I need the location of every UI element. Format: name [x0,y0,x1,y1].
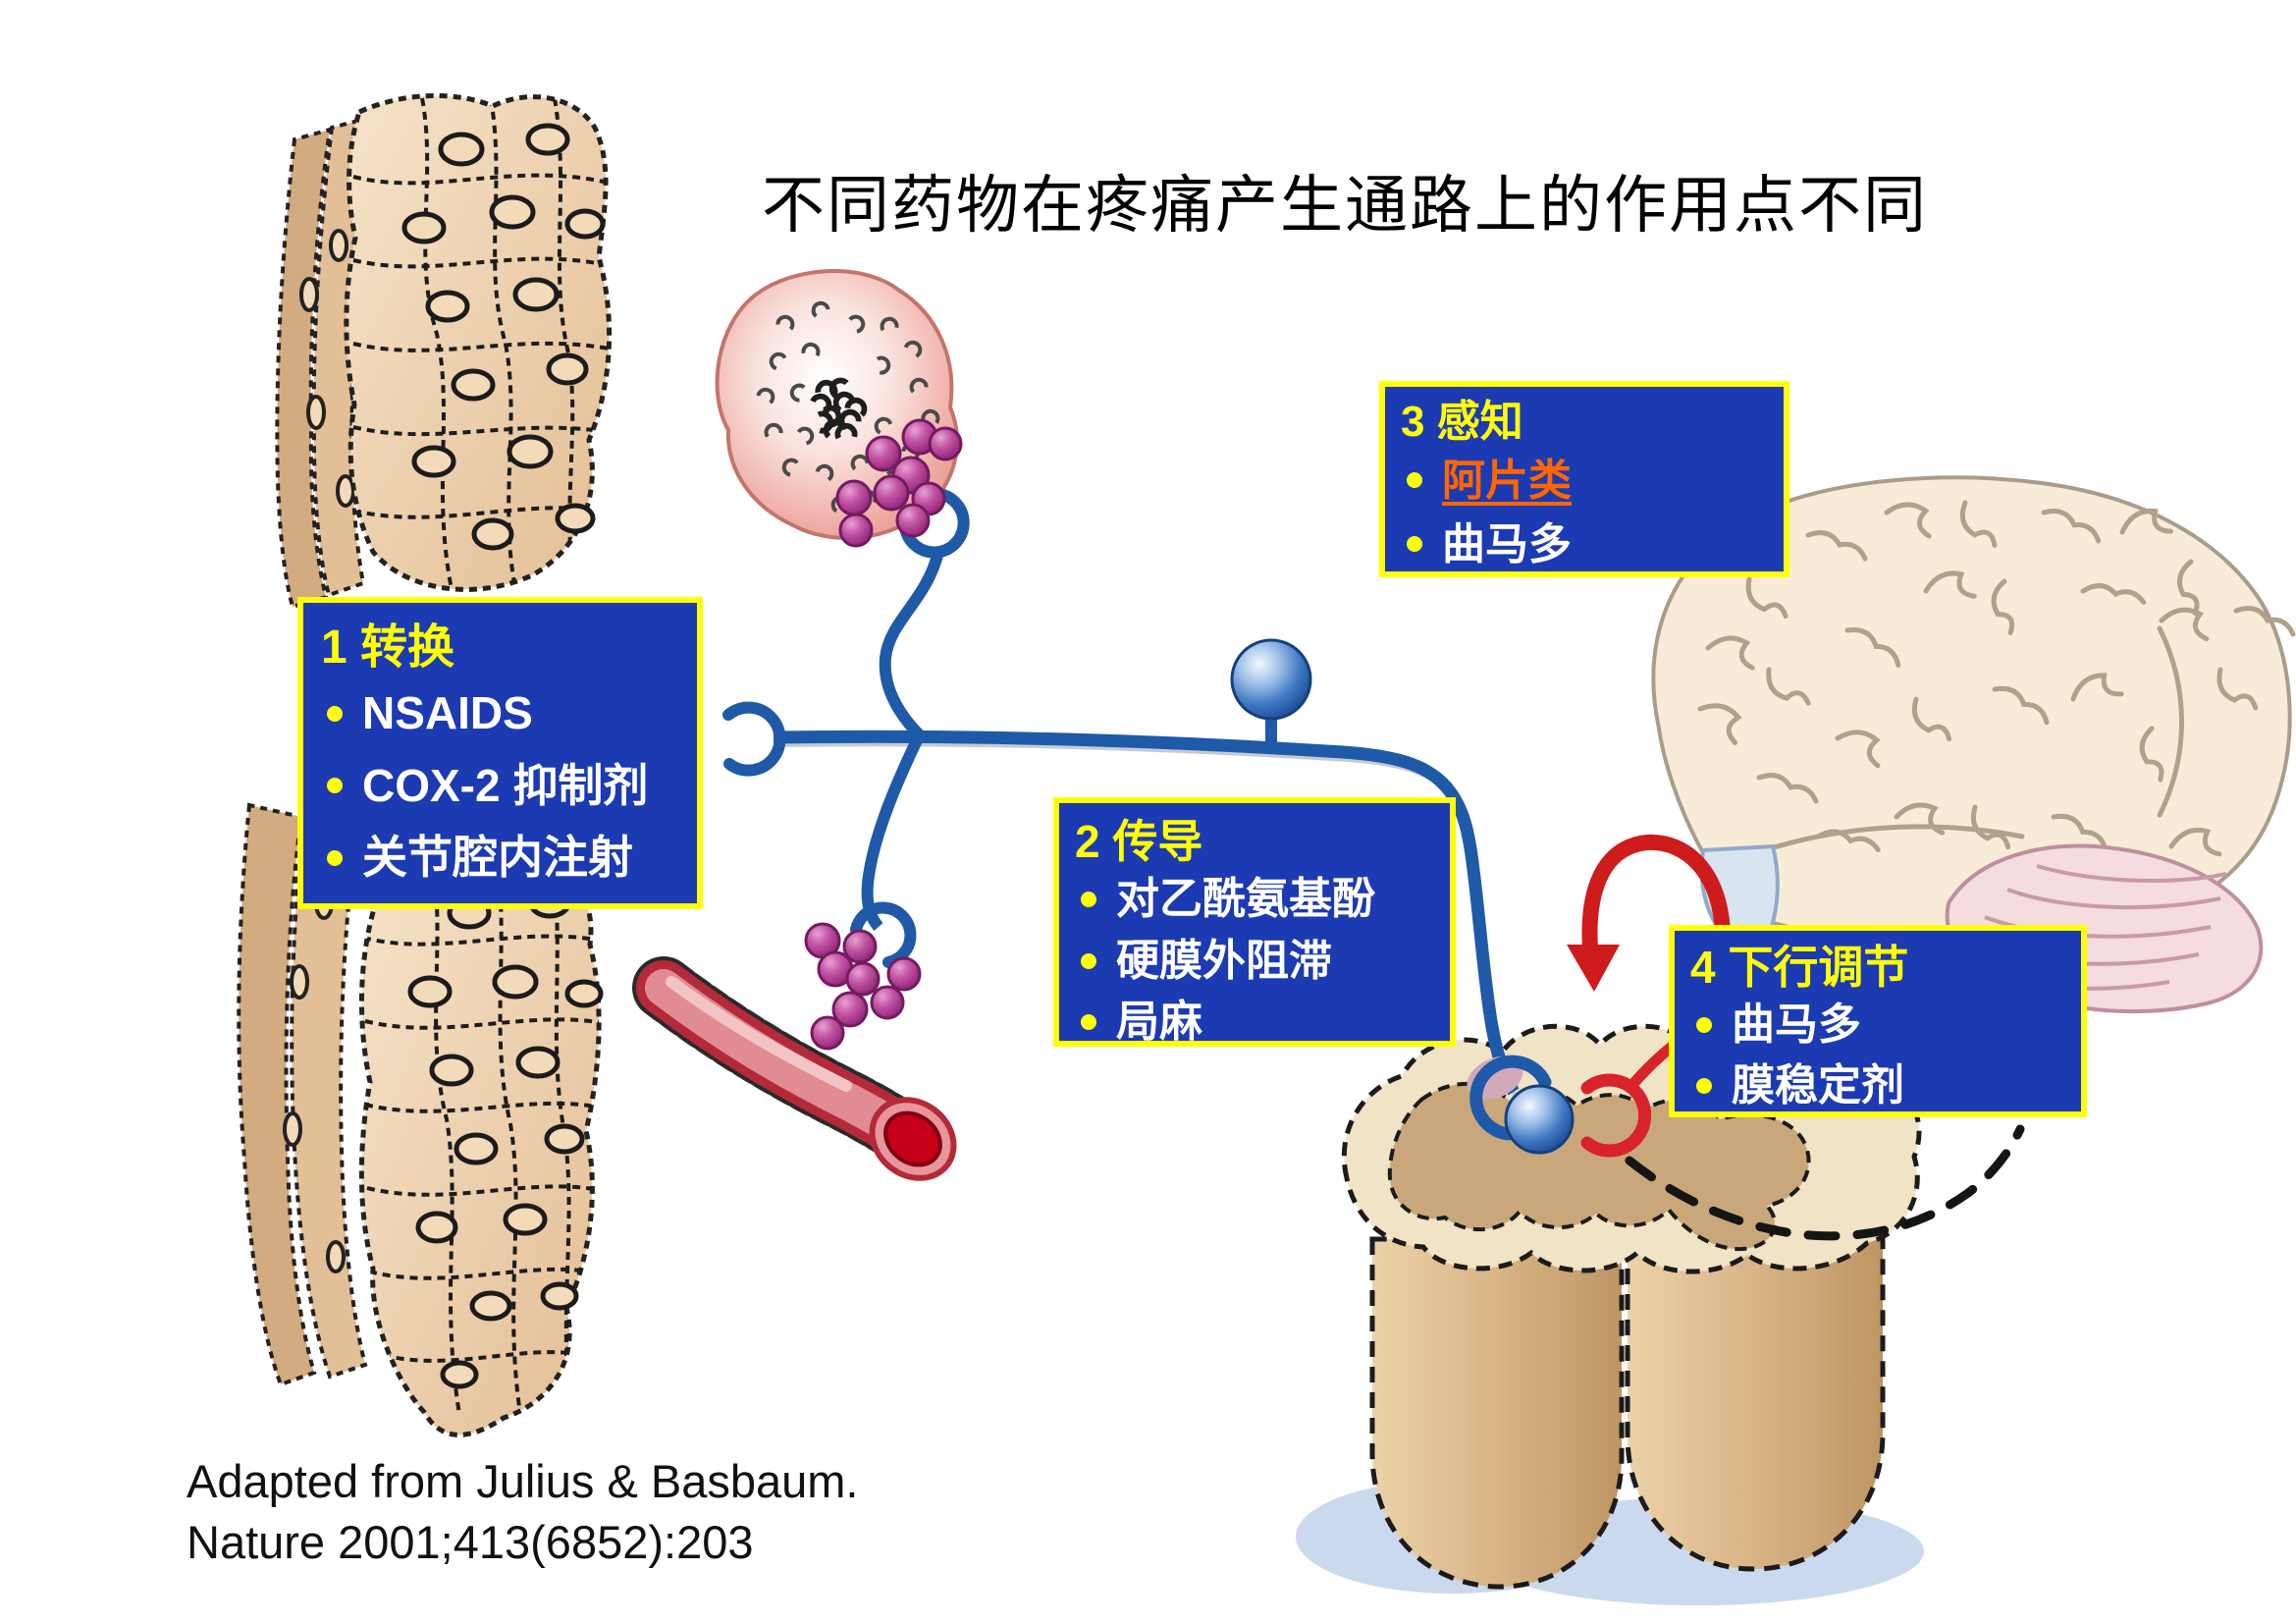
peripheral-fork-ending [722,701,786,777]
bullet-icon [1081,1014,1096,1031]
citation-line-2: Nature 2001;413(6852):203 [187,1516,754,1569]
bullet-icon [327,705,343,722]
bullet-icon [1407,536,1422,553]
skin-tissue-upper-illustration [275,93,613,610]
bullet-icon [1407,472,1422,489]
box-heading: 1 转换 [321,622,455,674]
bullet-icon [1696,1016,1712,1033]
list-item: 曲马多 [1690,995,2069,1056]
list-item: 阿片类 [1401,449,1772,513]
bullet-icon [1081,952,1096,969]
upper-cup-ending [899,488,970,559]
box-heading: 3 感知 [1401,398,1523,446]
citation-line-1: Adapted from Julius & Basbaum. [187,1455,859,1507]
descending-pathway-arrow [1567,834,1731,992]
box-item-list: 曲马多 膜稳定剂 [1690,995,2069,1115]
neuron-cell-body [1230,638,1312,721]
box-heading: 4 下行调节 [1690,942,1909,993]
list-item: 曲马多 [1401,513,1772,576]
list-item: 局麻 [1075,992,1438,1053]
brain-illustration [1651,475,2293,1014]
annotation-box-conduction: 2 传导 对乙酰氨基酚 硬膜外阻滞 局麻 [1053,797,1456,1047]
list-item: COX-2 抑制剂 [321,750,683,823]
central-terminal-ring [1469,1055,1552,1141]
ascending-projection-dashed-arrow [1625,1124,2025,1241]
box-item-list: 对乙酰氨基酚 硬膜外阻滞 局麻 [1075,869,1438,1053]
vessel-open-end [869,1097,957,1181]
lower-branch-fiber [861,735,924,932]
list-item: NSAIDS [321,677,683,750]
box-item-list: 阿片类 曲马多 [1401,449,1772,576]
axon-fiber [773,730,1520,1096]
vesicle-cluster-upper [835,418,963,548]
box-item-list: NSAIDS COX-2 抑制剂 关节腔内注射 [321,677,683,894]
bullet-icon [1696,1077,1712,1094]
bullet-icon [1081,892,1096,908]
lower-cup-ending [850,901,917,968]
synapse-sphere [1504,1084,1575,1155]
skin-tissue-lower-illustration [237,802,604,1437]
list-item: 膜稳定剂 [1690,1056,2069,1116]
citation: Adapted from Julius & Basbaum. Nature 20… [187,1451,858,1573]
bullet-icon [327,849,343,866]
annotation-box-perception: 3 感知 阿片类 曲马多 [1379,381,1789,577]
bullet-icon [327,778,343,794]
descending-terminal-red-ring [1580,1073,1652,1158]
upper-branch-fiber [879,550,944,740]
annotation-box-transduction: 1 转换 NSAIDS COX-2 抑制剂 关节腔内注射 [297,597,703,909]
slide-title: 不同药物在疼痛产生通路上的作用点不同 [762,170,1928,243]
sensory-neuron-illustration [722,418,1682,1158]
emphasized-item: 阿片类 [1442,456,1572,505]
list-item: 对乙酰氨基酚 [1075,869,1438,930]
blood-vessel-illustration [632,956,957,1181]
box-heading: 2 传导 [1075,816,1203,867]
vesicle-cluster-lower [804,922,922,1051]
annotation-box-modulation: 4 下行调节 曲马多 膜稳定剂 [1669,925,2087,1117]
list-item: 关节腔内注射 [321,822,683,894]
arrowhead [1567,945,1620,992]
list-item: 硬膜外阻滞 [1075,931,1438,992]
